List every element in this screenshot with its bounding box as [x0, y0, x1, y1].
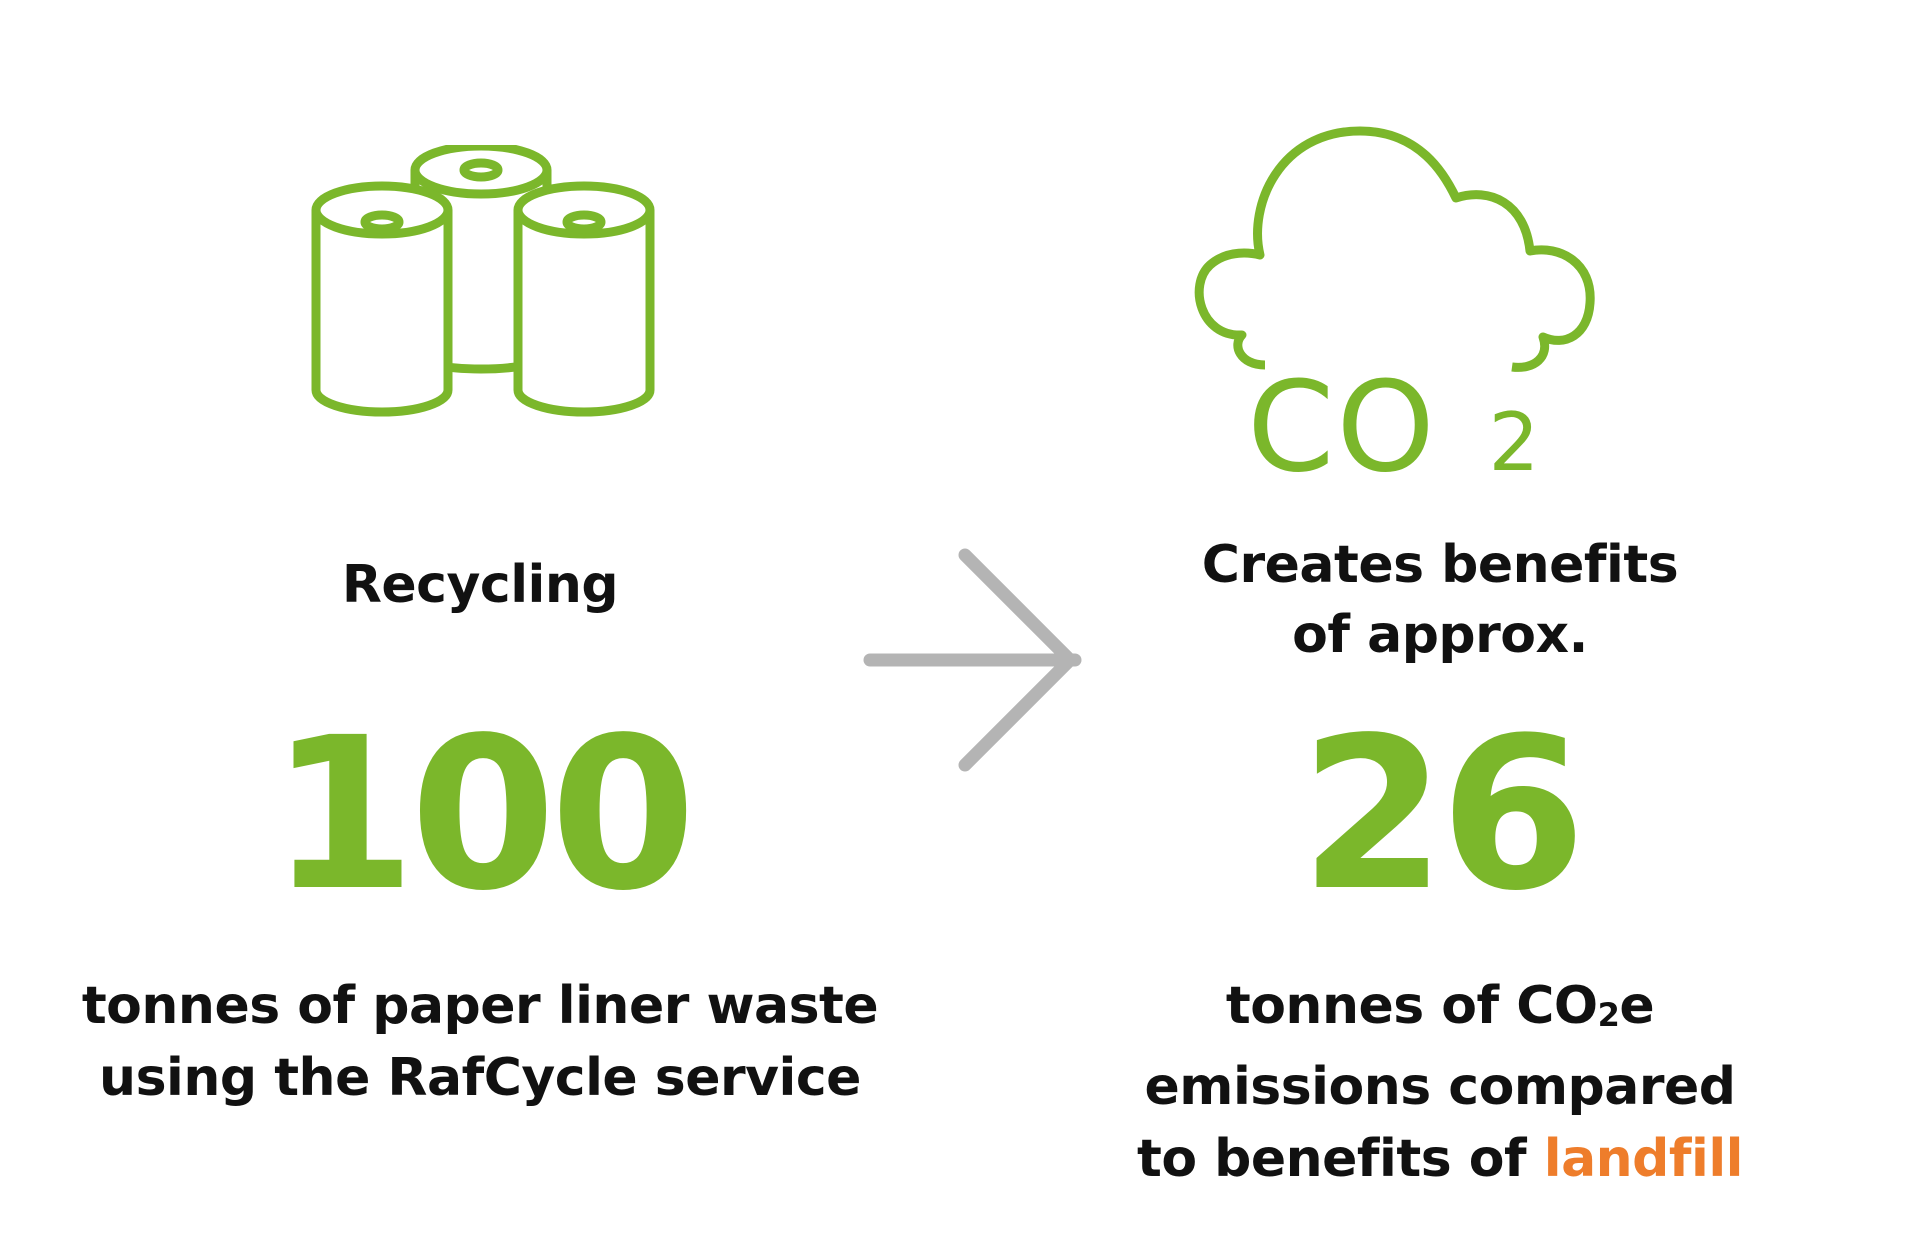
co2-subscript: 2: [1489, 396, 1540, 485]
co2-cloud-icon-wrap: CO 2: [960, 125, 1920, 500]
paper-rolls-icon: [311, 141, 655, 417]
desc-co2-subscript: 2: [1597, 996, 1620, 1034]
benefits-label-line-1: Creates benefits: [1201, 535, 1679, 595]
benefits-label-line-2: of approx.: [1292, 605, 1588, 665]
benefits-label: Creates benefits of approx.: [960, 530, 1920, 670]
recycling-label: Recycling: [341, 555, 619, 615]
co2-cloud-icon: CO 2: [1194, 126, 1595, 500]
co2-tonnes-value: 26: [1299, 692, 1586, 937]
benefits-description-line-1: tonnes of CO2e: [960, 970, 1920, 1051]
recycling-description-line-2: using the RafCycle service: [99, 1048, 861, 1108]
paper-rolls-icon-wrap: [0, 141, 960, 434]
benefits-description-line-2: emissions compared: [1144, 1057, 1736, 1117]
benefits-description: tonnes of CO2e emissions compared to ben…: [960, 970, 1920, 1195]
landfill-highlight: landfill: [1543, 1129, 1744, 1189]
co2-text: CO: [1247, 355, 1437, 485]
benefits-description-line-3: to benefits of landfill: [960, 1123, 1920, 1195]
recycling-description-line-1: tonnes of paper liner waste: [81, 976, 879, 1036]
arrow-right-icon: [863, 548, 1082, 772]
recycled-tonnes-value: 100: [269, 692, 696, 937]
desc-co2-suffix: e: [1619, 976, 1655, 1036]
recycling-description: tonnes of paper liner waste using the Ra…: [0, 970, 960, 1114]
desc-co2-prefix: tonnes of CO: [1225, 976, 1598, 1036]
desc-benefits-of: to benefits of: [1136, 1129, 1544, 1189]
